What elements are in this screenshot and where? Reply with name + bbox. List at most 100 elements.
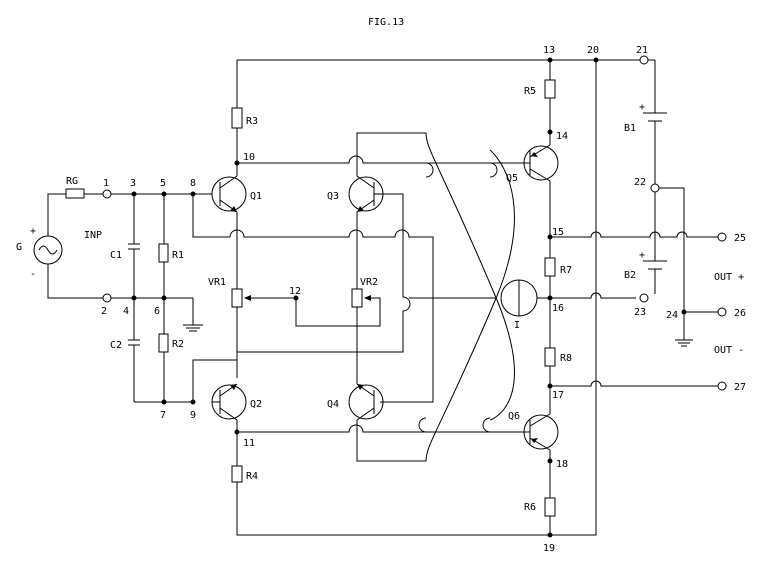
wire-g-to-2 xyxy=(47,264,103,299)
q4-arrow xyxy=(357,384,364,390)
node-19: 19 xyxy=(543,543,555,554)
node-5: 5 xyxy=(160,178,166,189)
label-b1-plus: + xyxy=(639,102,645,113)
node-16: 16 xyxy=(552,303,564,314)
node-6: 6 xyxy=(154,306,160,317)
vr1-wiper-arrow xyxy=(244,295,251,301)
q2-arrow xyxy=(230,384,237,390)
wire-16-23 xyxy=(537,292,636,299)
wire-8-crossover xyxy=(192,194,434,403)
figure-title: FIG.13 xyxy=(368,17,404,28)
q3-body xyxy=(237,175,411,353)
node-20: 20 xyxy=(587,45,599,56)
node-23: 23 xyxy=(634,307,646,318)
terminal-26 xyxy=(717,307,727,317)
terminal-25 xyxy=(717,232,727,242)
resistor-r5 xyxy=(544,79,556,99)
bottom-rail xyxy=(236,482,550,536)
wire-g-to-rg xyxy=(47,193,66,236)
wire-10-q5 xyxy=(237,155,530,178)
label-vr1: VR1 xyxy=(208,277,226,288)
vr2-wiper-loop xyxy=(295,297,381,327)
label-out-plus: OUT + xyxy=(714,272,744,283)
transistor-q6 xyxy=(523,414,559,450)
battery-b1 xyxy=(643,60,667,184)
terminal-1 xyxy=(102,189,112,199)
label-g-minus: - xyxy=(30,269,36,280)
node-14: 14 xyxy=(556,131,568,142)
wire-17-27 xyxy=(550,380,718,387)
resistor-r6 xyxy=(544,497,556,517)
resistor-r2 xyxy=(158,333,169,353)
node-13: 13 xyxy=(543,45,555,56)
resistor-r1 xyxy=(158,243,169,263)
q5-arrow xyxy=(531,152,538,157)
node-4: 4 xyxy=(123,306,129,317)
terminal-2 xyxy=(102,293,112,303)
q1-body xyxy=(219,175,238,213)
label-q6: Q6 xyxy=(508,411,520,422)
ground-icon-input xyxy=(183,298,203,332)
junction-dots xyxy=(131,57,687,538)
q4-body xyxy=(356,383,375,421)
node-3: 3 xyxy=(130,178,136,189)
node-11: 11 xyxy=(243,438,255,449)
label-q3: Q3 xyxy=(327,191,339,202)
pot-vr1 xyxy=(231,288,243,308)
label-r4: R4 xyxy=(246,471,258,482)
sine-icon xyxy=(38,245,58,255)
terminal-27 xyxy=(717,381,727,391)
wire-q4-cross xyxy=(356,149,515,462)
label-rg: RG xyxy=(66,176,78,187)
label-c1: C1 xyxy=(110,250,122,261)
q3-arrow xyxy=(357,206,364,212)
battery-b2 xyxy=(643,192,667,294)
label-c2: C2 xyxy=(110,340,122,351)
label-r3: R3 xyxy=(246,116,258,127)
label-r8: R8 xyxy=(560,353,572,364)
label-out-minus: OUT - xyxy=(714,345,744,356)
label-r2: R2 xyxy=(172,339,184,350)
wire-7-9-q2 xyxy=(134,359,237,403)
wire-15-25 xyxy=(550,231,718,238)
q6-body xyxy=(529,413,551,451)
label-vr2: VR2 xyxy=(360,277,378,288)
resistor-rg xyxy=(65,188,85,199)
node-10: 10 xyxy=(243,152,255,163)
label-q1: Q1 xyxy=(250,191,262,202)
pot-vr2 xyxy=(351,288,363,308)
label-g: G xyxy=(16,242,22,253)
transistor-q4 xyxy=(348,384,384,420)
node-1: 1 xyxy=(103,178,109,189)
node-17: 17 xyxy=(552,390,564,401)
resistor-r8 xyxy=(544,347,556,367)
node-25: 25 xyxy=(734,233,746,244)
label-b1: B1 xyxy=(624,123,636,134)
node-26: 26 xyxy=(734,308,746,319)
capacitors-c1-c2 xyxy=(128,194,140,402)
node-18: 18 xyxy=(556,459,568,470)
node-7: 7 xyxy=(160,410,166,421)
label-q2: Q2 xyxy=(250,399,262,410)
q6-arrow xyxy=(531,438,538,443)
resistor-r7 xyxy=(544,257,556,277)
transistor-q5 xyxy=(523,145,559,181)
label-r6: R6 xyxy=(524,502,536,513)
label-b2: B2 xyxy=(624,270,636,281)
terminal-22 xyxy=(650,183,660,193)
label-g-plus: + xyxy=(30,226,36,237)
node-22: 22 xyxy=(634,177,646,188)
q5-body xyxy=(529,144,551,182)
node-21: 21 xyxy=(636,45,648,56)
terminal-21 xyxy=(639,55,649,65)
label-i: I xyxy=(514,320,520,331)
label-b2-plus: + xyxy=(639,250,645,261)
transistor-q1 xyxy=(211,176,247,212)
node-8: 8 xyxy=(190,178,196,189)
terminal-23 xyxy=(639,293,649,303)
node-15: 15 xyxy=(552,227,564,238)
q1-arrow xyxy=(230,206,237,212)
q2-body xyxy=(212,383,238,421)
label-r1: R1 xyxy=(172,250,184,261)
